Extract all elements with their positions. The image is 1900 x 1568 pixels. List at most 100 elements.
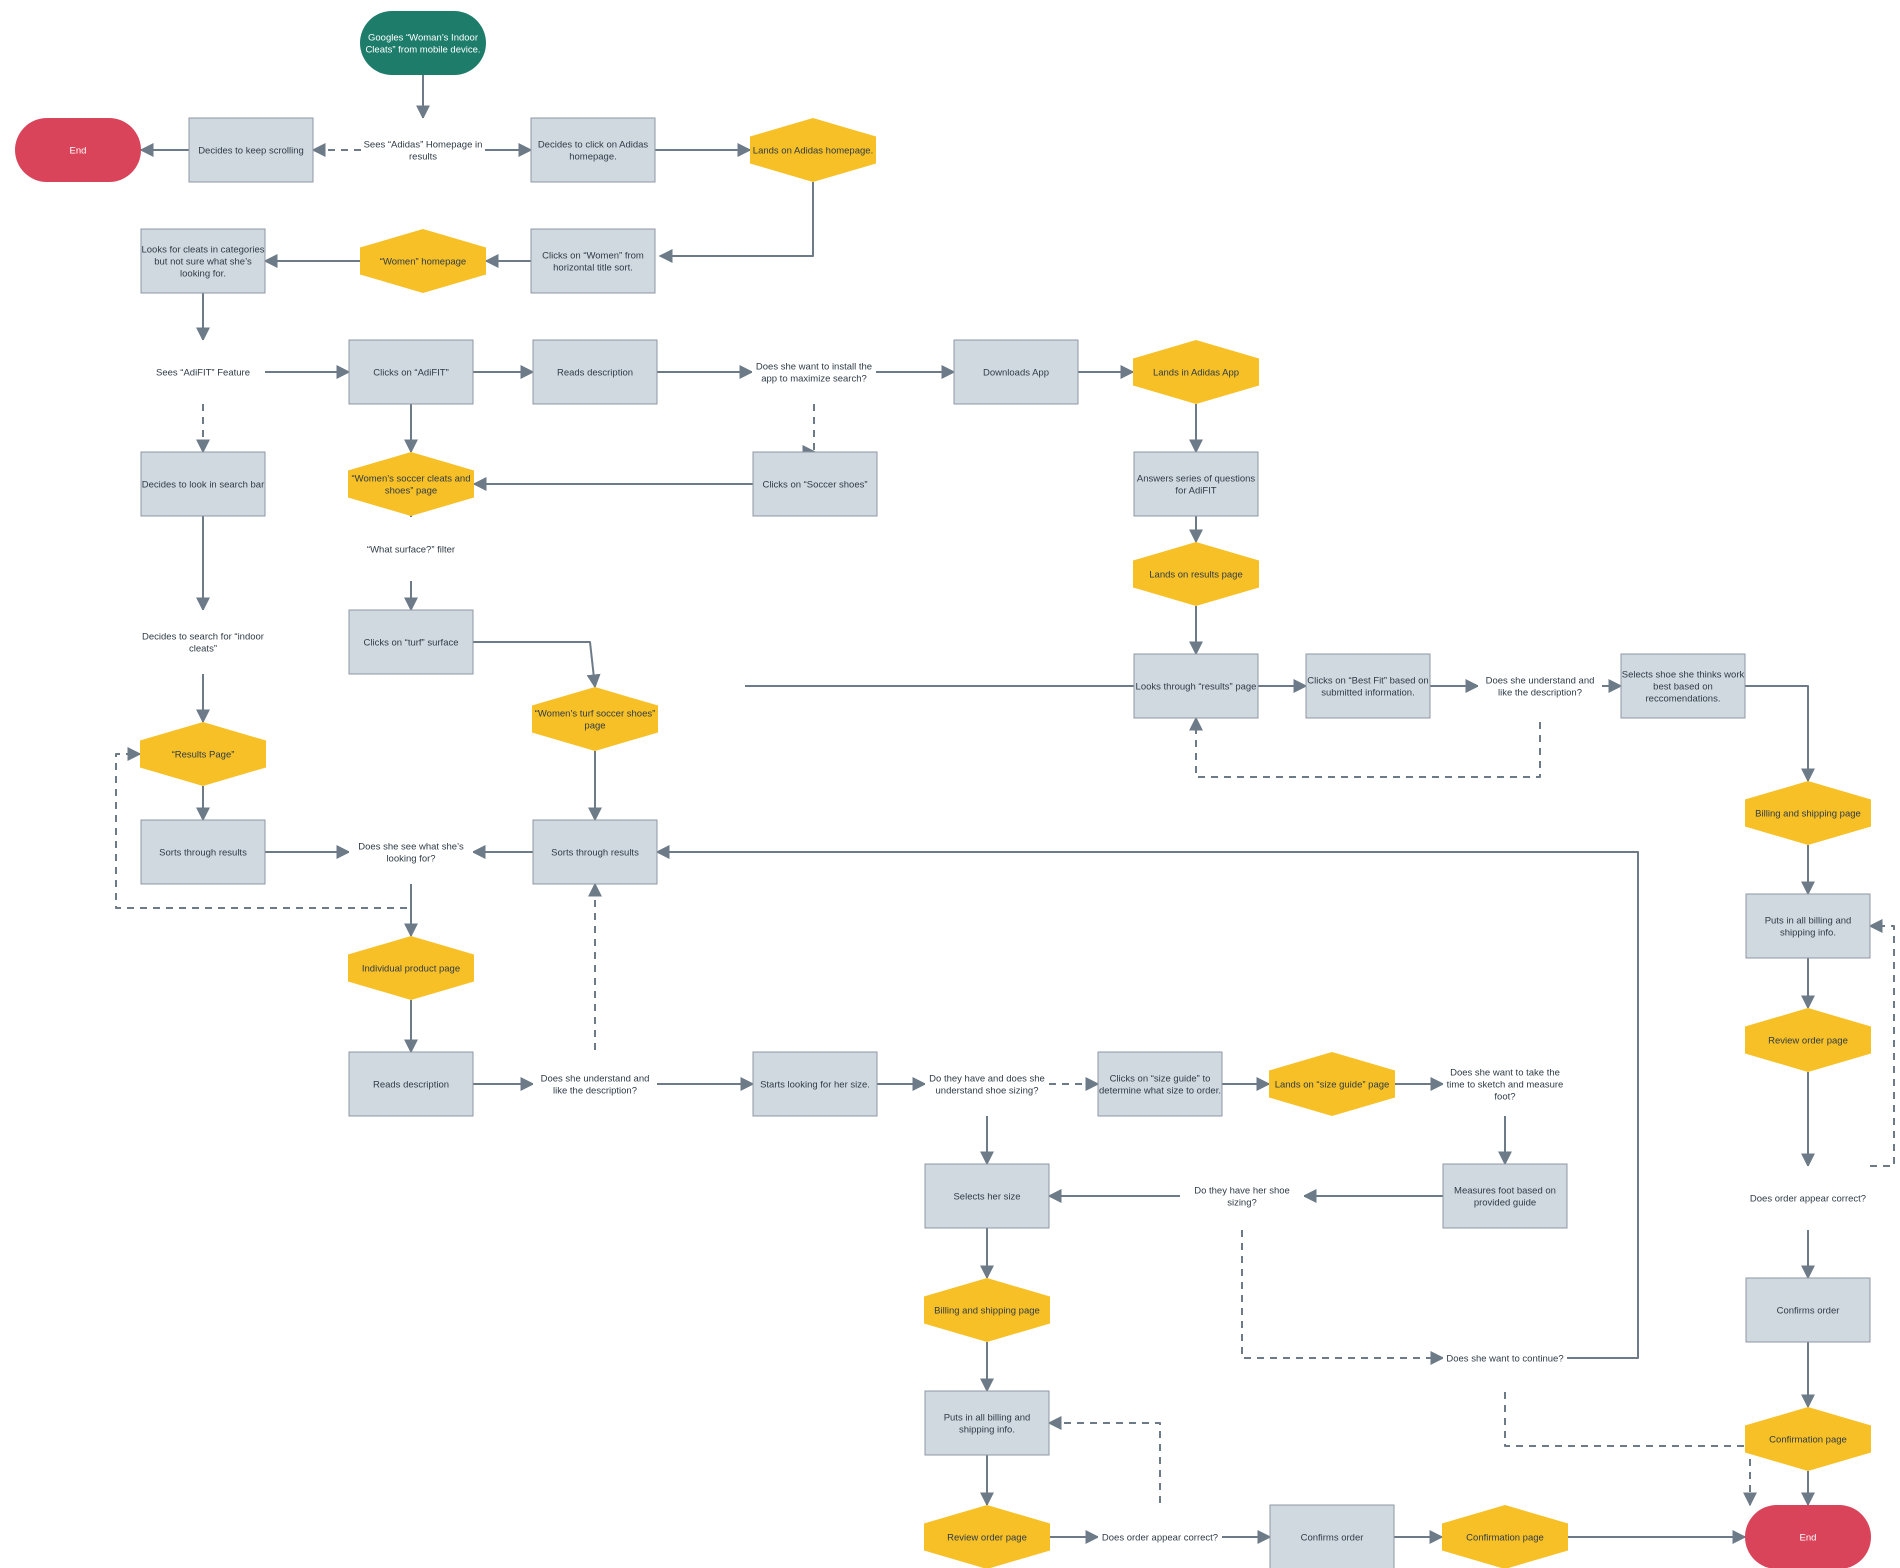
process-box (752, 1051, 878, 1117)
node-label-line: Lands on results page (1149, 570, 1242, 581)
node-readsdesc2: Reads description (348, 1051, 474, 1117)
node-label-line: “Results Page” (172, 750, 235, 761)
decision-shape (1746, 1166, 1870, 1230)
process-box (924, 1163, 1050, 1229)
node-label-line: End (1800, 1533, 1817, 1544)
node-label-line: Does order appear correct? (1102, 1533, 1218, 1544)
connector-correct2-to-putsbilling2 (1047, 1416, 1161, 1503)
connector-installapp-to-clicksoccer (802, 404, 817, 459)
process-box (752, 451, 878, 517)
node-label-line: Does she want to install the (756, 362, 872, 373)
node-label-line: Confirms order (1777, 1306, 1840, 1317)
node-label-line: but not sure what she’s (154, 257, 252, 268)
node-landsresults: Lands on results page (1133, 542, 1259, 606)
node-label-line: Selects shoe she thinks work (1622, 670, 1745, 681)
node-label-line: Clicks on “Women” from (542, 251, 644, 262)
node-label-line: Does she see what she’s (358, 842, 464, 853)
node-surface: “What surface?” filter (349, 517, 473, 581)
node-label-line: looking for? (386, 854, 435, 865)
node-womenhome: “Women” homepage (360, 229, 486, 293)
process-box (140, 451, 266, 517)
node-label-line: Does she want to continue? (1446, 1354, 1563, 1365)
process-box (924, 1390, 1050, 1456)
page-hexagon (1133, 340, 1259, 404)
process-box (1620, 653, 1746, 719)
node-looksresults: Looks through “results” page (1133, 653, 1259, 719)
node-label-line: Puts in all billing and (1765, 916, 1852, 927)
node-clicksoccer: Clicks on “Soccer shoes” (752, 451, 878, 517)
node-label-line: Downloads App (983, 368, 1049, 379)
node-label-line: Sorts through results (159, 848, 247, 859)
process-box (530, 117, 656, 183)
node-label-line: Measures foot based on (1454, 1186, 1556, 1197)
node-label-line: page (584, 721, 605, 732)
node-label-line: Cleats” from mobile device. (365, 45, 480, 56)
node-label-line: horizontal title sort. (553, 263, 633, 274)
node-label-line: Decides to look in search bar (142, 480, 265, 491)
node-label-line: determine what size to order. (1099, 1086, 1221, 1097)
node-label-line: Decides to click on Adidas (538, 140, 649, 151)
node-readsdesc1: Reads description (532, 339, 658, 405)
node-label-line: sizing? (1227, 1198, 1257, 1209)
node-label-line: Reads description (557, 368, 633, 379)
node-label-line: submitted information. (1321, 688, 1414, 699)
node-label-line: app to maximize search? (761, 374, 867, 385)
node-turf: Clicks on “turf” surface (348, 609, 474, 675)
process-box (140, 819, 266, 885)
node-label-line: Does order appear correct? (1750, 1194, 1866, 1205)
page-hexagon (1745, 1008, 1871, 1072)
node-selectsize: Selects her size (924, 1163, 1050, 1229)
node-landshome: Lands on Adidas homepage. (750, 118, 876, 182)
connector-landshome-to-clickwomen (658, 182, 814, 263)
end-terminal (15, 118, 141, 182)
decision-shape (752, 340, 876, 404)
page-hexagon (360, 229, 486, 293)
node-label-line: Confirmation page (1769, 1435, 1847, 1446)
node-label-line: shipping info. (959, 1425, 1015, 1436)
process-box (1097, 1051, 1223, 1117)
node-label-line: “What surface?” filter (367, 545, 455, 556)
decision-shape (1443, 1052, 1567, 1116)
node-label-line: Answers series of questions (1137, 474, 1256, 485)
process-box (348, 609, 474, 675)
node-end1: End (15, 118, 141, 182)
node-correct1: Does order appear correct? (1746, 1166, 1870, 1230)
process-box (1442, 1163, 1568, 1229)
node-label-line: End (70, 146, 87, 157)
node-end2: End (1745, 1505, 1871, 1568)
node-keepscroll: Decides to keep scrolling (188, 117, 314, 183)
connector-correct1-to-putsbilling1 (1868, 919, 1895, 1167)
decision-shape (925, 1052, 1049, 1116)
node-label-line: shipping info. (1780, 928, 1836, 939)
node-label-line: Do they have and does she (929, 1074, 1045, 1085)
node-label-line: Do they have her shoe (1194, 1186, 1290, 1197)
node-label-line: Reads description (373, 1080, 449, 1091)
node-confirms1: Confirms order (1745, 1277, 1871, 1343)
node-label-line: Confirmation page (1466, 1533, 1544, 1544)
page-hexagon (1269, 1052, 1395, 1116)
node-turfpage: “Women’s turf soccer shoes”page (532, 687, 658, 751)
page-hexagon (924, 1278, 1050, 1342)
node-sorts2: Sorts through results (532, 819, 658, 885)
decision-shape (349, 820, 473, 884)
node-label-line: Does she understand and (541, 1074, 650, 1085)
decision-shape (1098, 1505, 1222, 1568)
page-hexagon (1745, 1407, 1871, 1471)
